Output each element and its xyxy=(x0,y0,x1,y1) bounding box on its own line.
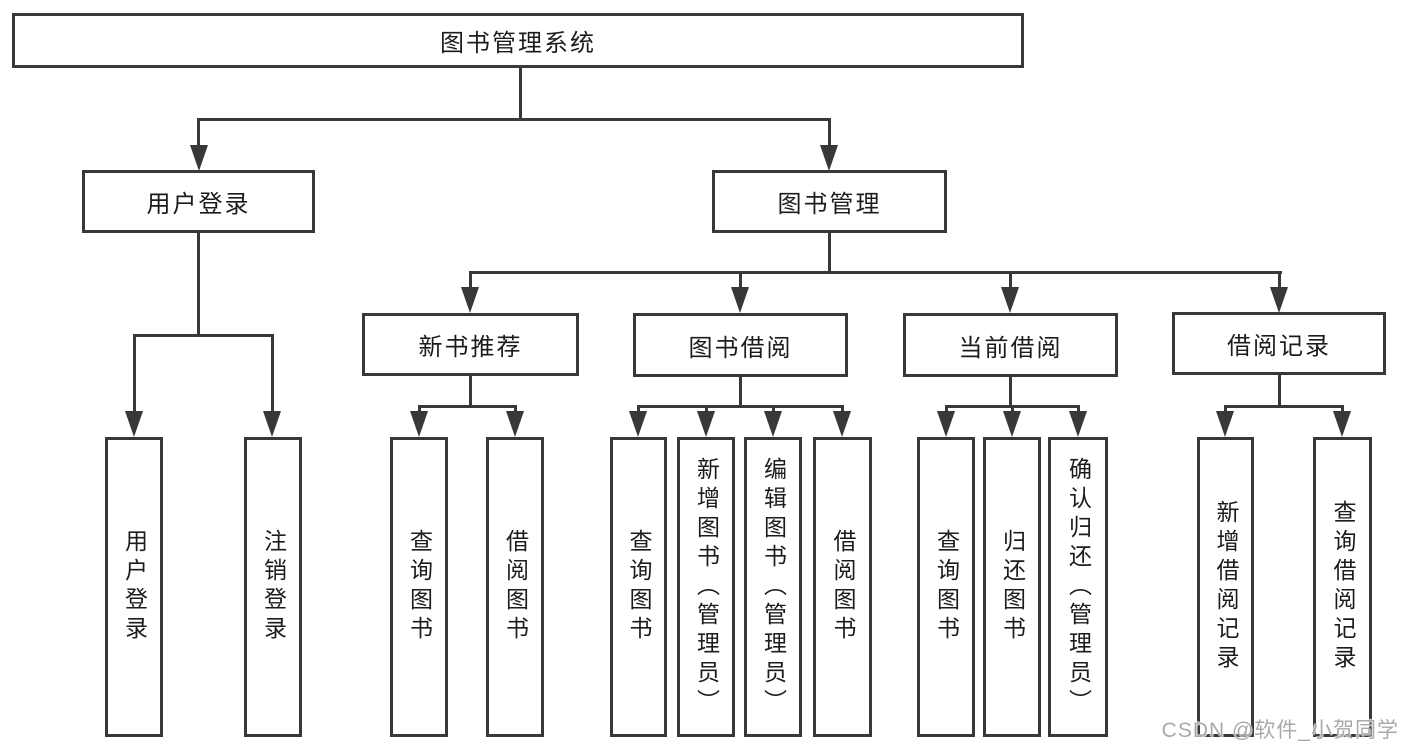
arrow-down-icon xyxy=(1333,411,1351,437)
arrow-down-icon xyxy=(1270,287,1288,313)
leaf-label: 借阅图书 xyxy=(830,529,856,645)
arrow-down-icon xyxy=(764,411,782,437)
leaf-return-books: 归还图书 xyxy=(983,437,1041,737)
leaf-label: 用户登录 xyxy=(121,529,148,645)
node-borrow-records: 借阅记录 xyxy=(1172,312,1386,375)
leaf-label: 注销登录 xyxy=(260,529,287,645)
node-user-login: 用户登录 xyxy=(82,170,315,233)
leaf-label: 确认归还（管理员） xyxy=(1065,456,1092,718)
leaf-label: 借阅图书 xyxy=(502,529,529,645)
leaf-add-borrow-record: 新增借阅记录 xyxy=(1197,437,1254,737)
leaf-label: 新增图书（管理员） xyxy=(693,456,720,718)
arrow-down-icon xyxy=(410,411,428,437)
connector-line xyxy=(197,233,200,336)
connector-line xyxy=(739,271,742,288)
arrow-down-icon xyxy=(506,411,524,437)
leaf-logout: 注销登录 xyxy=(244,437,302,737)
connector-line xyxy=(418,405,516,408)
leaf-label: 查询图书 xyxy=(406,529,433,645)
leaf-label: 归还图书 xyxy=(999,529,1026,645)
connector-line xyxy=(1009,271,1012,288)
arrow-down-icon xyxy=(731,287,749,313)
leaf-add-books-admin: 新增图书（管理员） xyxy=(677,437,735,737)
node-new-book-recommend: 新书推荐 xyxy=(362,313,579,376)
connector-line xyxy=(1077,405,1080,413)
leaf-query-books-recommend: 查询图书 xyxy=(390,437,448,737)
arrow-down-icon xyxy=(125,411,143,437)
connector-line xyxy=(828,118,831,146)
watermark: CSDN @软件_小贺同学 xyxy=(1161,719,1399,742)
connector-line xyxy=(1278,375,1281,407)
node-label: 当前借阅 xyxy=(958,334,1063,362)
leaf-confirm-return-admin: 确认归还（管理员） xyxy=(1048,437,1108,737)
leaf-label: 新增借阅记录 xyxy=(1213,500,1239,674)
arrow-down-icon xyxy=(263,411,281,437)
connector-line xyxy=(469,271,1282,274)
arrow-down-icon xyxy=(629,411,647,437)
leaf-query-books-current: 查询图书 xyxy=(917,437,975,737)
connector-line xyxy=(197,118,200,146)
connector-line xyxy=(198,118,831,121)
node-label: 用户登录 xyxy=(146,191,251,218)
connector-line xyxy=(1278,271,1281,288)
leaf-query-borrow-record: 查询借阅记录 xyxy=(1313,437,1372,737)
arrow-down-icon xyxy=(820,145,838,171)
arrow-down-icon xyxy=(1069,411,1087,437)
connector-line xyxy=(418,405,421,413)
node-library-system: 图书管理系统 xyxy=(12,13,1024,68)
connector-line xyxy=(469,271,472,288)
connector-line xyxy=(637,405,843,408)
leaf-borrow-books: 借阅图书 xyxy=(813,437,872,737)
connector-line xyxy=(739,377,742,407)
node-label: 借阅记录 xyxy=(1227,333,1331,360)
connector-line xyxy=(705,405,708,413)
node-book-management: 图书管理 xyxy=(712,170,947,233)
leaf-edit-books-admin: 编辑图书（管理员） xyxy=(744,437,802,737)
connector-line xyxy=(469,376,472,407)
connector-line xyxy=(772,405,775,413)
connector-line xyxy=(828,233,831,274)
leaf-label: 查询图书 xyxy=(626,529,652,645)
connector-line xyxy=(637,405,640,413)
arrow-down-icon xyxy=(1001,287,1019,313)
connector-line xyxy=(945,405,948,413)
arrow-down-icon xyxy=(1003,411,1021,437)
connector-line xyxy=(1224,405,1227,413)
node-label: 图书管理 xyxy=(777,191,882,218)
node-label: 新书推荐 xyxy=(418,334,523,361)
connector-line xyxy=(1224,405,1343,408)
connector-line xyxy=(519,68,522,118)
node-label: 图书管理系统 xyxy=(440,30,596,57)
connector-line xyxy=(841,405,844,413)
connector-line xyxy=(1009,377,1012,407)
leaf-label: 查询借阅记录 xyxy=(1330,500,1356,674)
arrow-down-icon xyxy=(190,145,208,171)
leaf-label: 编辑图书（管理员） xyxy=(760,456,787,718)
leaf-label: 查询图书 xyxy=(933,529,960,645)
arrow-down-icon xyxy=(461,287,479,313)
arrow-down-icon xyxy=(1216,411,1234,437)
node-label: 图书借阅 xyxy=(688,334,793,362)
connector-line xyxy=(133,334,274,337)
arrow-down-icon xyxy=(833,411,851,437)
leaf-query-books: 查询图书 xyxy=(610,437,667,737)
connector-line xyxy=(271,334,274,412)
leaf-user-login: 用户登录 xyxy=(105,437,163,737)
arrow-down-icon xyxy=(697,411,715,437)
connector-line xyxy=(1341,405,1344,413)
connector-line xyxy=(133,334,136,412)
arrow-down-icon xyxy=(937,411,955,437)
node-current-borrow: 当前借阅 xyxy=(903,313,1118,377)
connector-line xyxy=(514,405,517,413)
node-book-borrow: 图书借阅 xyxy=(633,313,848,377)
leaf-borrow-books-recommend: 借阅图书 xyxy=(486,437,544,737)
connector-line xyxy=(1011,405,1014,413)
